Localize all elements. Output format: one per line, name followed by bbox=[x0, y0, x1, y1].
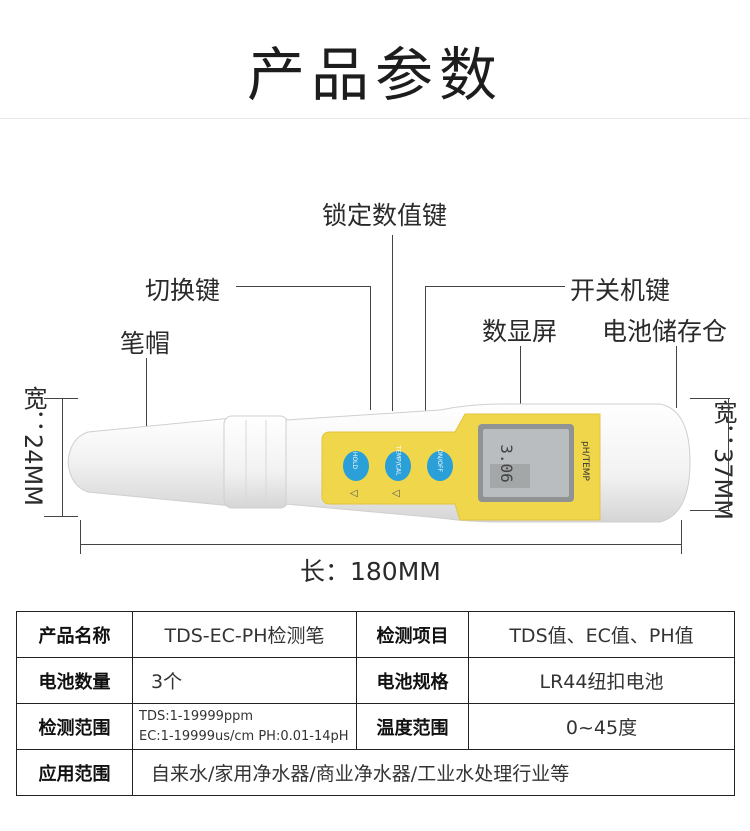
leader-power-key-h bbox=[425, 286, 565, 287]
dim-left-bar bbox=[62, 398, 63, 516]
dim-right-tick-top bbox=[690, 398, 730, 399]
length-label: 长：180MM bbox=[300, 557, 441, 586]
dim-length-bar bbox=[80, 544, 682, 545]
dim-left-tick-top bbox=[44, 398, 78, 399]
spec-key-battery-count: 电池数量 bbox=[16, 657, 133, 704]
svg-text:◁: ◁ bbox=[350, 488, 358, 499]
width-left-label: 宽：24MM bbox=[19, 386, 47, 506]
leader-display bbox=[520, 346, 521, 404]
temp-cal-button-label: TEMP/CAL bbox=[394, 445, 402, 476]
tester-pen-illustration: ◁ ◁ bbox=[67, 403, 691, 523]
spec-value-battery-type: LR44纽扣电池 bbox=[468, 657, 735, 704]
width-right-label: 宽：37MM bbox=[709, 400, 737, 520]
screen-reading: 3.06 bbox=[496, 444, 516, 483]
hold-button-label: HOLD bbox=[351, 451, 359, 470]
leader-switch-key-h bbox=[236, 286, 370, 287]
power-button-label: ON/OFF bbox=[435, 449, 443, 472]
spec-value-range: TDS:1-19999ppm EC:1-19999us/cm PH:0.01-1… bbox=[132, 703, 357, 750]
spec-key-product-name: 产品名称 bbox=[16, 611, 133, 658]
svg-text:◁: ◁ bbox=[392, 488, 400, 499]
table-row: 产品名称 TDS-EC-PH检测笔 检测项目 TDS值、EC值、PH值 bbox=[16, 611, 735, 658]
dim-right-tick-bottom bbox=[690, 510, 730, 511]
leader-lock-key bbox=[392, 235, 393, 411]
spec-key-application: 应用范围 bbox=[16, 749, 133, 796]
spec-table: 产品名称 TDS-EC-PH检测笔 检测项目 TDS值、EC值、PH值 电池数量… bbox=[16, 611, 735, 796]
callout-lock-key: 锁定数值键 bbox=[322, 201, 448, 230]
spec-key-temperature: 温度范围 bbox=[356, 703, 469, 750]
spec-value-test-items: TDS值、EC值、PH值 bbox=[468, 611, 735, 658]
dim-length-tick-right bbox=[681, 520, 682, 554]
dim-left-tick-bottom bbox=[44, 516, 78, 517]
range-line-2: EC:1-19999us/cm PH:0.01-14pH bbox=[139, 728, 349, 744]
table-row: 电池数量 3个 电池规格 LR44纽扣电池 bbox=[16, 657, 735, 704]
screen-label: pH/TEMP bbox=[579, 441, 590, 481]
temp-cal-button bbox=[385, 451, 411, 481]
spec-key-battery-type: 电池规格 bbox=[356, 657, 469, 704]
spec-key-range: 检测范围 bbox=[16, 703, 133, 750]
callout-switch-key: 切换键 bbox=[145, 276, 221, 305]
callout-display: 数显屏 bbox=[482, 317, 558, 346]
power-button bbox=[427, 451, 453, 481]
spec-value-temperature: 0~45度 bbox=[468, 703, 735, 750]
leader-power-key-v bbox=[425, 286, 426, 412]
hold-button bbox=[343, 451, 369, 481]
dim-length-tick-left bbox=[80, 520, 81, 554]
title-divider bbox=[0, 118, 750, 119]
dim-right-bar bbox=[728, 398, 729, 510]
page-title: 产品参数 bbox=[246, 41, 503, 109]
spec-value-application: 自来水/家用净水器/商业净水器/工业水处理行业等 bbox=[132, 749, 735, 796]
callout-battery-bay: 电池储存仓 bbox=[602, 317, 728, 346]
range-line-1: TDS:1-19999ppm bbox=[139, 708, 254, 724]
leader-switch-key-v bbox=[370, 286, 371, 410]
leader-pen-cap bbox=[146, 358, 147, 428]
callout-pen-cap: 笔帽 bbox=[120, 329, 171, 358]
spec-value-product-name: TDS-EC-PH检测笔 bbox=[132, 611, 357, 658]
spec-value-battery-count: 3个 bbox=[132, 657, 357, 704]
leader-battery-bay bbox=[676, 346, 677, 408]
spec-key-test-items: 检测项目 bbox=[356, 611, 469, 658]
table-row: 检测范围 TDS:1-19999ppm EC:1-19999us/cm PH:0… bbox=[16, 703, 735, 750]
table-row: 应用范围 自来水/家用净水器/商业净水器/工业水处理行业等 bbox=[16, 749, 735, 796]
callout-power-key: 开关机键 bbox=[570, 276, 671, 305]
